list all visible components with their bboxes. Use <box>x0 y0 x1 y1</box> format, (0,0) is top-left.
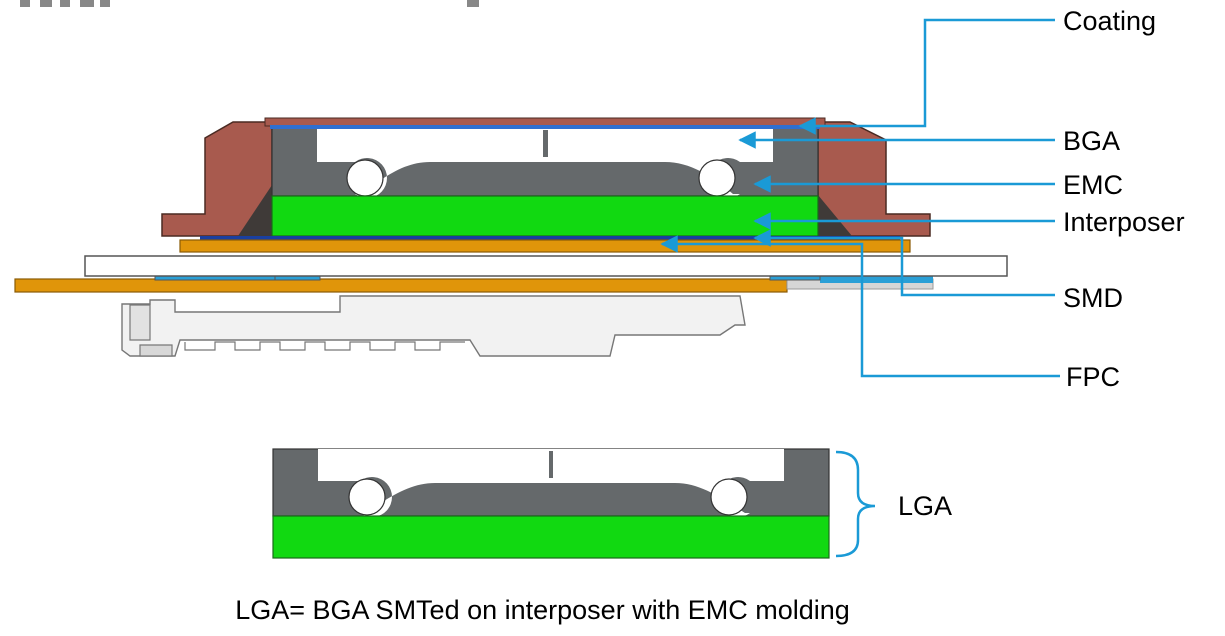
lower-structure <box>121 295 746 357</box>
bga-cavity <box>317 127 773 198</box>
housing-top <box>264 117 826 127</box>
label-coating: Coating <box>1063 6 1157 36</box>
label-smd: SMD <box>1063 283 1123 313</box>
lga-ball-right <box>710 478 748 516</box>
fpc-upper <box>179 239 911 253</box>
lga-cavity <box>318 449 784 517</box>
pcb-board <box>84 255 1008 277</box>
interposer-layer <box>271 195 819 237</box>
label-emc: EMC <box>1063 170 1123 200</box>
leader-lines <box>660 18 1060 558</box>
fpc-blue-segment <box>820 275 933 283</box>
leader-smd <box>753 229 1055 297</box>
bga-ball-right <box>698 159 736 197</box>
label-interposer: Interposer <box>1063 207 1185 237</box>
label-lga: LGA <box>898 491 953 521</box>
bga-ball-left <box>346 159 384 197</box>
lga-interposer <box>272 515 830 559</box>
label-bga: BGA <box>1063 126 1121 156</box>
fpc-strip <box>14 278 788 293</box>
lga-bracket <box>835 450 876 558</box>
leader-coating <box>798 18 1055 135</box>
lga-ball-left <box>348 478 386 516</box>
upper-assembly <box>14 117 1008 357</box>
leader-fpc <box>660 235 1060 378</box>
coating-layer <box>270 125 820 129</box>
smd-strip <box>200 236 900 240</box>
caption: LGA= BGA SMTed on interposer with EMC mo… <box>235 595 850 625</box>
label-fpc: FPC <box>1066 362 1120 392</box>
title-remnant <box>20 0 479 7</box>
lga-detail <box>272 448 830 559</box>
